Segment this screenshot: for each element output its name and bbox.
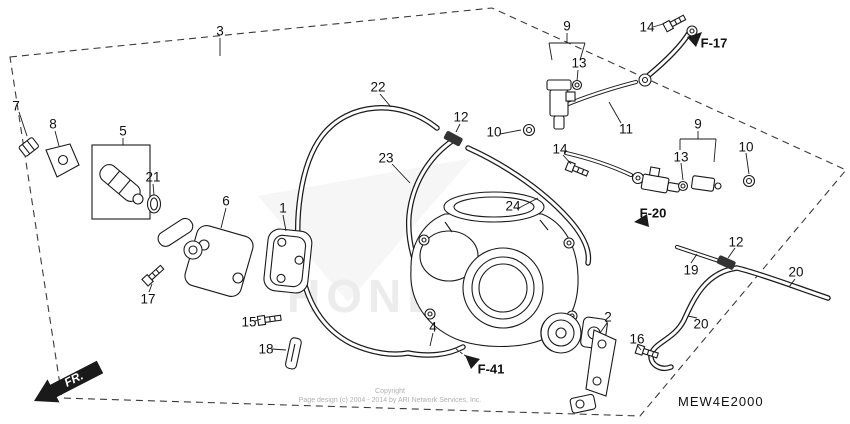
f17-arrow (687, 32, 702, 47)
callout-2[interactable]: 2 (604, 309, 612, 325)
gasket-1 (263, 228, 313, 294)
callout-12[interactable]: 12 (453, 109, 469, 125)
callout-1[interactable]: 1 (279, 200, 287, 216)
callout-3[interactable]: 3 (216, 23, 224, 39)
callout-16[interactable]: 16 (629, 331, 645, 347)
connector-7 (18, 137, 39, 157)
callout-13[interactable]: 13 (571, 55, 587, 71)
callout-9[interactable]: 9 (694, 116, 702, 132)
copyright-notice: Copyright Page design (c) 2004 - 2014 by… (240, 387, 540, 406)
callout-10[interactable]: 10 (738, 139, 754, 155)
leader-lines (18, 23, 796, 351)
callout-15[interactable]: 15 (241, 314, 257, 330)
callout-17[interactable]: 17 (140, 291, 156, 307)
callout-21[interactable]: 21 (145, 169, 161, 185)
callout-22[interactable]: 22 (370, 79, 386, 95)
part-code: MEW4E2000 (678, 394, 764, 409)
bolt-14-mid (564, 160, 590, 177)
o-ring-10-right (742, 174, 756, 188)
bolt-14-top (662, 14, 687, 33)
callout-5[interactable]: 5 (119, 123, 127, 139)
stay-18 (284, 337, 302, 370)
copyright-line2: Page design (c) 2004 - 2014 by ARI Netwo… (298, 397, 482, 405)
left-components (18, 137, 313, 370)
hose-joint-12-top (443, 131, 463, 147)
o-ring-13-right (677, 180, 689, 192)
bolt-16 (634, 343, 659, 359)
group-boundary-dashed (9, 7, 847, 417)
injector-set-top (522, 14, 687, 177)
f20-arrow (634, 214, 649, 227)
callout-9[interactable]: 9 (563, 18, 571, 34)
o-ring-10-top (522, 123, 536, 137)
callout-14[interactable]: 14 (639, 19, 655, 35)
callout-13[interactable]: 13 (673, 149, 689, 165)
callout-20[interactable]: 20 (788, 264, 804, 280)
callout-14[interactable]: 14 (552, 141, 568, 157)
ref-label-f-41[interactable]: F-41 (477, 361, 505, 377)
fr-arrow (34, 360, 104, 403)
f41-arrow (465, 355, 480, 369)
callout-8[interactable]: 8 (49, 116, 57, 132)
hose-joint-12-right (716, 255, 736, 270)
copyright-line1: Copyright (375, 388, 405, 395)
callout-20[interactable]: 20 (693, 316, 709, 332)
callout-19[interactable]: 19 (683, 262, 699, 278)
callout-7[interactable]: 7 (12, 98, 20, 114)
callout-4[interactable]: 4 (429, 319, 437, 335)
sensor-5-box (91, 144, 151, 220)
throttle-body (410, 191, 617, 414)
bolt-15 (256, 314, 282, 326)
callout-24[interactable]: 24 (505, 198, 521, 214)
callout-10[interactable]: 10 (486, 124, 502, 140)
ref-label-f-20[interactable]: F-20 (639, 205, 667, 221)
injector-set-right (634, 166, 756, 359)
ref-label-f-17[interactable]: F-17 (700, 35, 728, 51)
fast-idle-valve-6 (157, 217, 254, 297)
bolt-17 (141, 264, 165, 287)
callout-11[interactable]: 11 (618, 121, 634, 137)
callout-12[interactable]: 12 (728, 234, 744, 250)
callout-18[interactable]: 18 (258, 341, 274, 357)
callout-23[interactable]: 23 (378, 150, 394, 166)
callout-6[interactable]: 6 (222, 193, 230, 209)
